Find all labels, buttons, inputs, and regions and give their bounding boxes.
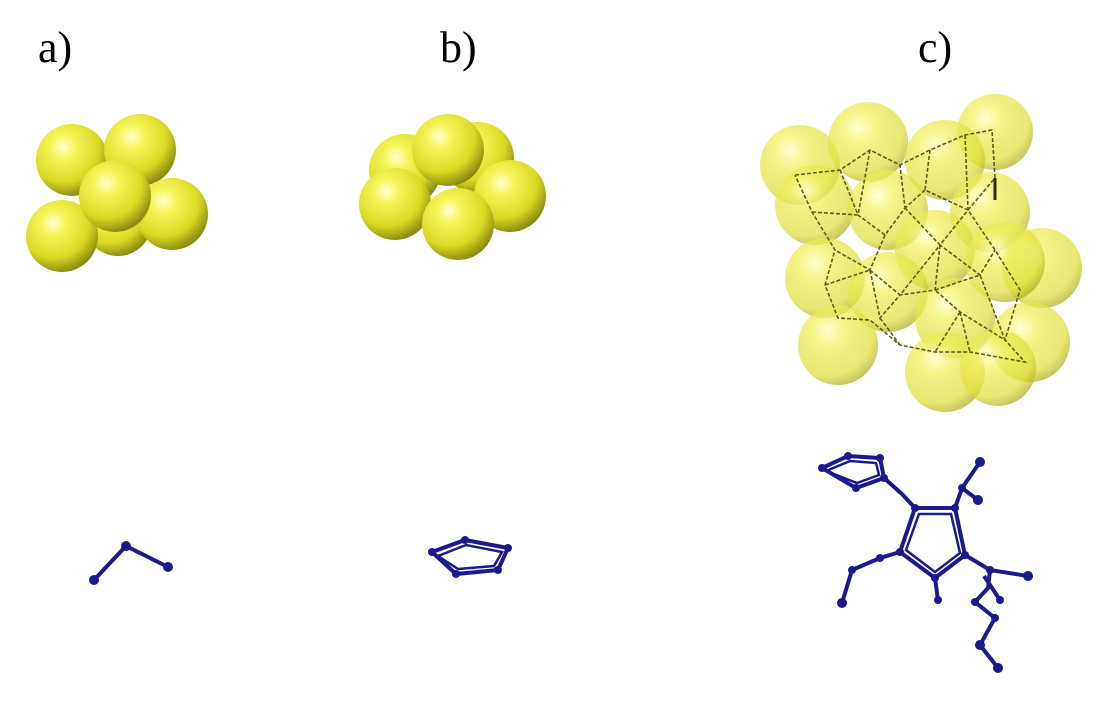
chain-node [986, 566, 994, 574]
chain-node [852, 484, 860, 492]
wireframe-path [794, 129, 1028, 364]
chain-node [961, 551, 969, 559]
chain-node [428, 548, 436, 556]
panel-label-a: a) [38, 23, 72, 72]
sphere [785, 238, 865, 318]
chain-node [931, 574, 939, 582]
chain-node [971, 598, 979, 606]
chain-ring [817, 453, 887, 491]
chain-node [911, 504, 919, 512]
chain-node [975, 640, 985, 650]
chain-node [494, 566, 502, 574]
chain-ring [428, 537, 511, 577]
sphere [965, 222, 1045, 302]
chain-c-nodes [818, 452, 1033, 673]
chain-node [991, 614, 999, 622]
sphere [422, 188, 494, 260]
cluster-a-spheres [26, 114, 208, 272]
chain-node [121, 541, 131, 551]
chain-node [958, 484, 966, 492]
sphere [960, 330, 1036, 406]
sphere [136, 178, 208, 250]
chain-ring [904, 512, 962, 574]
chain-bond [840, 550, 901, 604]
chain-node [934, 596, 942, 604]
chain-node [880, 474, 888, 482]
wireframe-path [811, 134, 1007, 353]
chain-bond [963, 553, 1029, 578]
panel-label-c: c) [918, 23, 952, 72]
chain-node [993, 663, 1003, 673]
chain-node [876, 454, 884, 462]
chain-node [837, 598, 847, 608]
chain-node [876, 554, 884, 562]
chain-node [896, 548, 904, 556]
chain-node [973, 495, 983, 505]
chain-node [818, 464, 826, 472]
chain-node [1023, 571, 1033, 581]
chain-b [428, 536, 512, 578]
chain-node [461, 536, 469, 544]
sphere [828, 102, 908, 182]
chain-node [951, 504, 959, 512]
sphere [798, 305, 878, 385]
chain-bond [92, 543, 169, 582]
chain-node [163, 562, 173, 572]
chain-node [452, 570, 460, 578]
cluster-c-spheres [760, 94, 1082, 412]
panel-label-b: b) [440, 23, 477, 72]
chain-node [844, 452, 852, 460]
sphere [848, 252, 928, 332]
chain-node [504, 544, 512, 552]
chain-a [89, 541, 173, 585]
sphere [359, 168, 431, 240]
chain-ring [897, 506, 968, 581]
cluster-b-spheres [359, 114, 546, 260]
sphere [79, 160, 151, 232]
sphere [26, 200, 98, 272]
chain-node [89, 575, 99, 585]
chain-node [848, 566, 856, 574]
sphere [412, 114, 484, 186]
chain-node [996, 596, 1004, 604]
sphere [775, 165, 855, 245]
chain-ring [822, 459, 881, 485]
sphere [905, 120, 985, 200]
chain-bond [982, 574, 1002, 602]
chain-node [975, 457, 985, 467]
chain-bond [882, 476, 917, 510]
cluster-c-wireframe [794, 129, 1028, 364]
chain-ring [435, 543, 504, 571]
